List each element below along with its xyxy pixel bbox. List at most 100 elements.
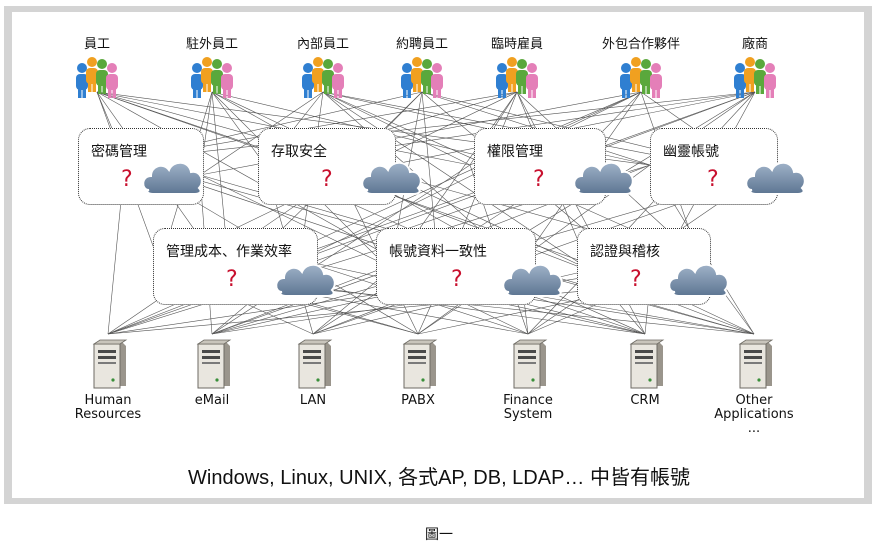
person-body (211, 70, 223, 86)
person-leg (766, 88, 770, 98)
server-slot (518, 362, 536, 364)
person-leg (652, 88, 656, 98)
server-led (111, 378, 115, 382)
people-group-icon (734, 57, 776, 98)
server-slot (518, 350, 536, 353)
person-leg (740, 88, 744, 98)
connection-line (211, 91, 266, 166)
person-body (201, 68, 213, 84)
person-leg (338, 88, 342, 98)
person-leg (324, 84, 328, 94)
person-leg (318, 82, 322, 92)
server-top (629, 339, 665, 345)
person-body (106, 74, 118, 90)
person-body (734, 74, 746, 90)
person-leg (102, 84, 106, 94)
server-slot (635, 356, 653, 359)
user-label-employee: 員工 (83, 37, 111, 52)
person-leg (334, 88, 338, 98)
system-label-crm: CRM (630, 393, 660, 408)
connection-line (299, 91, 642, 261)
server-icon (738, 339, 774, 389)
person-leg (646, 84, 650, 94)
people-group-icon (302, 57, 344, 98)
server-slot (744, 356, 762, 359)
people-group-icon (191, 57, 233, 98)
person-leg (197, 88, 201, 98)
issue-title: 認證與稽核 (590, 244, 660, 260)
server-slot (202, 362, 220, 364)
person-head (192, 63, 202, 73)
issue-title: 密碼管理 (91, 144, 147, 160)
person-leg (203, 82, 207, 92)
person-leg (314, 82, 318, 92)
person-leg (92, 82, 96, 92)
server-led (421, 378, 425, 382)
server-top (512, 339, 548, 345)
person-body (322, 70, 334, 86)
person-body (506, 68, 518, 84)
issue-box-auth-audit: 認證與稽核 ? (577, 228, 711, 305)
connection-line (339, 174, 755, 335)
user-label-overseas: 駐外員工 (185, 37, 239, 52)
people-group-icon (401, 57, 443, 98)
server-slot (518, 356, 536, 359)
user-label-contract: 約聘員工 (395, 37, 449, 52)
person-leg (508, 82, 512, 92)
person-body (754, 70, 766, 86)
question-mark: ? (321, 167, 333, 192)
person-leg (304, 88, 308, 98)
issue-title: 管理成本、作業效率 (166, 244, 292, 260)
user-label-vendor: 廠商 (741, 37, 769, 52)
person-head (412, 57, 422, 67)
issue-box-ghost-account: 幽靈帳號 ? (650, 128, 778, 205)
server-top (92, 339, 128, 345)
people-group-icon (620, 57, 662, 98)
issue-box-cost-efficiency: 管理成本、作業效率 ? (153, 228, 318, 305)
server-slot (303, 356, 321, 359)
user-label-internal: 內部員工 (296, 37, 350, 52)
person-leg (626, 88, 630, 98)
connection-line (124, 91, 756, 161)
people-group-icon (496, 57, 538, 98)
person-leg (622, 88, 626, 98)
issue-box-access-security: 存取安全 ? (258, 128, 396, 205)
person-leg (407, 88, 411, 98)
person-leg (656, 88, 660, 98)
server-led (215, 378, 219, 382)
server-slot (98, 356, 116, 359)
person-body (401, 74, 413, 90)
person-head (222, 63, 232, 73)
person-leg (512, 82, 516, 92)
server-led (316, 378, 320, 382)
person-head (497, 63, 507, 73)
person-head (735, 63, 745, 73)
server-icon (512, 339, 548, 389)
server-led (757, 378, 761, 382)
person-leg (88, 82, 92, 92)
system-label-pabx: PABX (401, 393, 435, 408)
person-leg (528, 88, 532, 98)
person-leg (217, 84, 221, 94)
person-leg (223, 88, 227, 98)
person-leg (413, 82, 417, 92)
server-slot (635, 362, 653, 364)
server-slot (202, 350, 220, 353)
person-leg (498, 88, 502, 98)
server-top (297, 339, 333, 345)
person-head (313, 57, 323, 67)
person-body (332, 74, 344, 90)
server-top (402, 339, 438, 345)
person-leg (112, 88, 116, 98)
person-leg (636, 82, 640, 92)
question-mark: ? (121, 167, 133, 192)
person-head (755, 59, 765, 69)
server-icon (92, 339, 128, 389)
user-label-partner: 外包合作夥伴 (601, 37, 681, 52)
server-slot (408, 356, 426, 359)
person-body (431, 74, 443, 90)
person-leg (736, 88, 740, 98)
